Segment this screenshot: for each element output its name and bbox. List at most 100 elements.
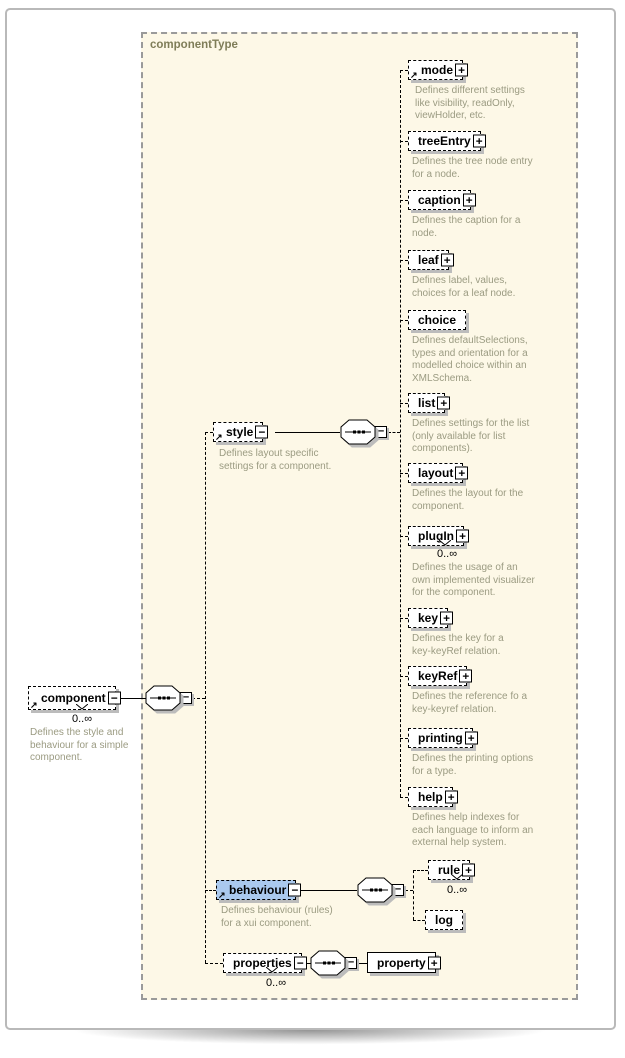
expand-icon[interactable]: + [462,193,476,207]
element-label: component [41,691,106,705]
element-label: list [418,396,436,410]
connector [304,963,311,964]
element-log[interactable]: log [425,910,463,930]
element-label: rule [438,863,461,877]
container-label: componentType [150,39,238,51]
element-rule[interactable]: rule + [428,860,476,880]
connector [413,870,428,871]
connector [400,618,408,619]
element-properties[interactable]: properties − [223,953,307,976]
multiplicity-label: 0..∞ [266,977,287,989]
element-label: properties [233,956,292,970]
connector [400,473,408,474]
connector [358,963,367,964]
collapse-icon[interactable]: − [375,426,387,438]
multi-occurrence-notch [438,535,452,549]
annotation-help: Defines help indexes for each language t… [412,812,534,848]
expand-icon[interactable]: + [437,396,451,410]
element-leaf[interactable]: leaf + [408,250,454,270]
collapse-icon[interactable]: − [288,883,302,897]
connector [400,738,408,739]
element-label: leaf [418,253,439,267]
connector [400,403,408,404]
sequence-compositor: − [145,685,192,711]
sequence-compositor: − [357,877,404,903]
expand-icon[interactable]: + [459,669,473,683]
element-label: property [377,955,426,970]
annotation-caption: Defines the caption for a node. [412,215,521,239]
annotation-layout: Defines the layout for the component. [412,488,524,512]
element-behaviour[interactable]: ↗ behaviour − [216,880,302,900]
annotation-list: Defines settings for the list (only avai… [412,418,530,454]
connector [388,432,400,433]
annotation-behaviour: Defines behaviour (rules) for a xui comp… [221,905,333,929]
element-component[interactable]: ↗ component − [28,686,121,713]
connector [405,890,413,891]
element-label: layout [418,466,454,480]
expand-icon[interactable]: + [427,956,441,969]
expand-icon[interactable]: + [464,731,478,745]
element-list[interactable]: list + [408,393,451,413]
element-layout[interactable]: layout + [408,463,469,483]
element-style[interactable]: ↗ style − [213,422,269,442]
multiplicity-label: 0..∞ [447,884,468,896]
annotation-key: Defines the key for a key-keyRef relatio… [412,633,504,657]
connector [400,676,408,677]
element-plugIn[interactable]: plugIn + [408,526,469,549]
expand-icon[interactable]: + [472,134,486,148]
collapse-icon[interactable]: − [180,692,192,704]
element-label: caption [418,193,461,207]
multi-occurrence-notch [75,699,89,713]
element-caption[interactable]: caption + [408,190,476,210]
annotation-treeEntry: Defines the tree node entry for a node. [412,156,533,180]
connector [400,797,408,798]
element-choice[interactable]: choice [408,310,467,330]
collapse-icon[interactable]: − [392,884,404,896]
element-printing[interactable]: printing + [408,728,478,748]
collapse-icon[interactable]: − [107,691,121,705]
element-treeEntry[interactable]: treeEntry + [408,131,486,151]
expand-icon[interactable]: + [455,466,469,480]
element-help[interactable]: help + [408,787,458,807]
annotation-style: Defines layout specific settings for a c… [219,448,332,472]
element-key[interactable]: key + [408,608,454,628]
collapse-icon[interactable]: − [293,956,307,970]
collapse-icon[interactable]: − [255,425,269,439]
expand-icon[interactable]: + [462,863,476,877]
connector [400,320,408,321]
expand-icon[interactable]: + [440,253,454,267]
element-label: behaviour [229,883,287,897]
connector [300,890,357,891]
connector [205,890,216,891]
element-label: style [226,425,254,439]
connector [205,963,223,964]
expand-icon[interactable]: + [444,790,458,804]
connector [400,536,408,537]
element-label: help [418,790,443,804]
reference-arrow-icon: ↗ [410,70,418,80]
multiplicity-label: 0..∞ [72,713,93,725]
connector [192,698,205,699]
connector [205,432,206,963]
reference-arrow-icon: ↗ [218,890,226,900]
connector [413,920,425,921]
annotation-choice: Defines defaultSelections, types and ori… [412,335,528,384]
expand-icon[interactable]: + [455,63,469,77]
collapse-icon[interactable]: − [345,957,357,969]
sequence-compositor: − [340,419,387,445]
connector [400,260,408,261]
annotation-leaf: Defines label, values, choices for a lea… [412,275,516,299]
annotation-component: Defines the style and behaviour for a si… [30,727,129,763]
element-property[interactable]: property + [367,952,441,973]
annotation-printing: Defines the printing options for a type. [412,753,534,777]
element-keyRef[interactable]: keyRef + [408,666,473,686]
connector [400,70,401,797]
expand-icon[interactable]: + [440,611,454,625]
element-mode[interactable]: ↗ mode + [408,60,469,80]
connector [205,432,213,433]
multi-occurrence-notch [265,962,279,976]
connector [400,141,408,142]
element-label: printing [418,731,463,745]
expand-icon[interactable]: + [456,529,469,543]
